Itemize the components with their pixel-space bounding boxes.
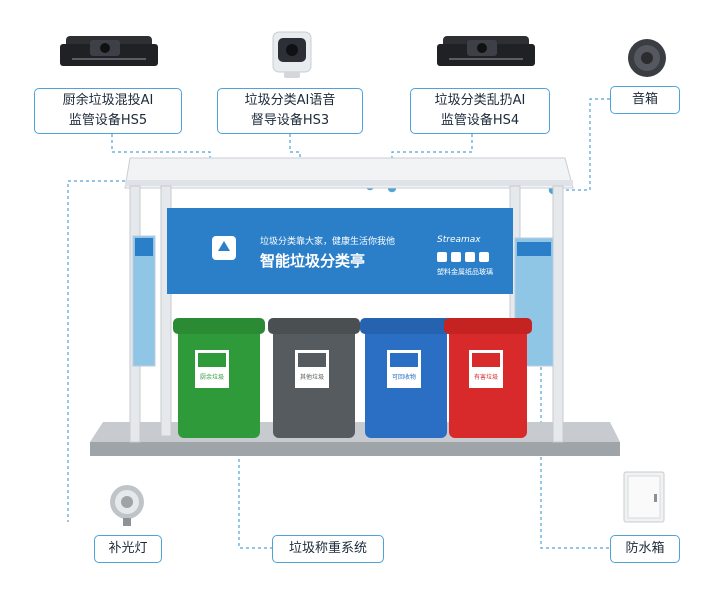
hs4-camera-icon: [437, 36, 535, 66]
callout-waterproof-box: 防水箱: [610, 535, 680, 563]
callout-kitchen-ai: 厨余垃圾混投AI 监管设备HS5: [34, 88, 182, 134]
callout-litter-ai: 垃圾分类乱扔AI 监管设备HS4: [410, 88, 550, 134]
bin-gray: 其他垃圾: [268, 318, 360, 438]
bin-blue: 可回收物: [360, 318, 452, 438]
callout-voice-ai: 垃圾分类AI语音 督导设备HS3: [217, 88, 363, 134]
hs3-camera-icon: [272, 31, 312, 78]
callout-weighing: 垃圾称重系统: [272, 535, 384, 563]
bin-green: 厨余垃圾: [173, 318, 265, 438]
leader-waterproof: [540, 325, 610, 549]
banner-category-1: 金属: [451, 267, 465, 276]
leader-weighing: [238, 447, 272, 549]
bin-label-0: 厨余垃圾: [200, 373, 224, 381]
leader-fill-light: [67, 180, 173, 522]
bin-label-3: 有害垃圾: [474, 373, 498, 381]
banner-category-3: 玻璃: [479, 267, 493, 276]
callout-speaker: 音箱: [610, 86, 680, 114]
banner-category-2: 纸品: [465, 267, 479, 276]
bin-label-1: 其他垃圾: [300, 373, 324, 381]
banner-category-0: 塑料: [437, 267, 451, 276]
callout-fill-light: 补光灯: [94, 535, 162, 563]
waterproof-box-icon: [623, 471, 665, 523]
speaker-icon: [628, 39, 666, 77]
banner-title: 智能垃圾分类亭: [260, 252, 365, 270]
leader-hs5: [111, 134, 211, 180]
bin-red: 有害垃圾: [444, 318, 532, 438]
bin-label-2: 可回收物: [392, 373, 416, 381]
banner-slogan: 垃圾分类靠大家，健康生活你我他: [260, 235, 395, 247]
banner-brand: Streamax: [437, 235, 481, 245]
fill-light-icon: [110, 485, 144, 526]
hs5-camera-icon: [60, 36, 158, 66]
garbage-kiosk: 垃圾分类靠大家，健康生活你我他 智能垃圾分类亭 Streamax 塑料 金属 纸…: [90, 157, 620, 456]
